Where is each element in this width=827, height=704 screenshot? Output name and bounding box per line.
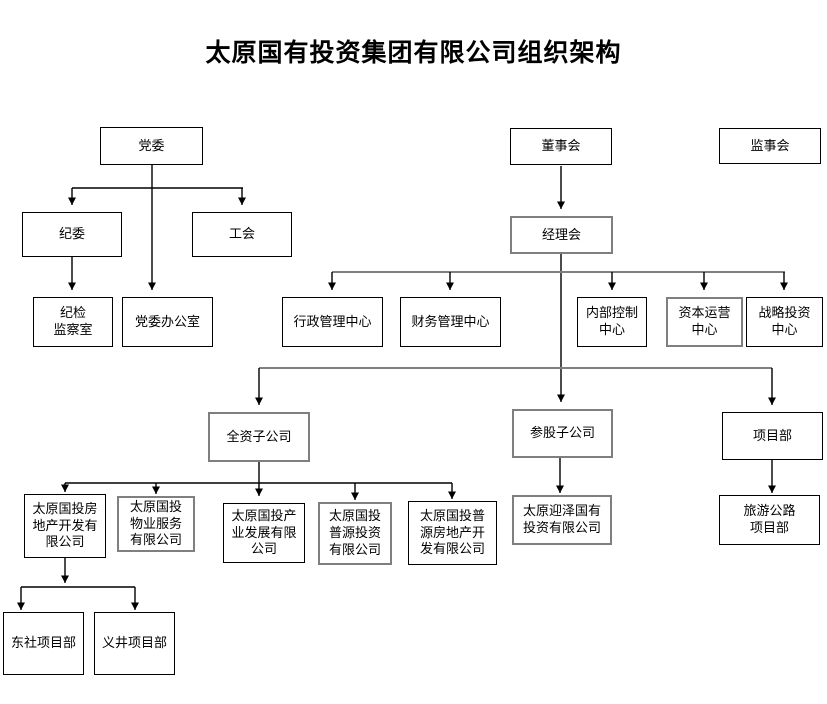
org-node-supervisory-board: 监事会	[719, 128, 821, 164]
org-node-labor-union: 工会	[192, 212, 292, 257]
org-node-real-estate-co: 太原国投房 地产开发有 限公司	[24, 494, 106, 558]
org-node-finance-management-center: 财务管理中心	[400, 297, 501, 347]
org-node-board-of-directors: 董事会	[510, 128, 612, 165]
subsidiary-groups-branch	[255, 367, 776, 405]
org-node-party-committee-office: 党委办公室	[122, 297, 213, 347]
org-node-tourism-highway-project: 旅游公路 项目部	[719, 495, 820, 545]
org-node-admin-management-center: 行政管理中心	[282, 297, 383, 347]
equity-and-project-branch	[556, 458, 776, 493]
org-node-strategic-investment-center: 战略投资 中心	[746, 297, 823, 347]
org-node-property-services-co: 太原国投 物业服务 有限公司	[117, 496, 195, 552]
party-committee-branch	[68, 165, 246, 290]
org-node-wholly-owned-subsidiaries: 全资子公司	[208, 412, 310, 462]
org-node-discipline-committee: 纪委	[22, 212, 122, 257]
real-estate-projects-branch	[17, 558, 139, 610]
management-centers-branch	[328, 271, 788, 290]
org-node-yingze-investment-co: 太原迎泽国有 投资有限公司	[512, 495, 612, 545]
org-node-discipline-inspection-office: 纪检 监察室	[33, 297, 113, 347]
org-node-internal-control-center: 内部控制 中心	[577, 297, 647, 347]
org-node-capital-operation-center: 资本运营 中心	[666, 297, 743, 347]
chart-title: 太原国有投资集团有限公司组织架构	[205, 40, 622, 67]
org-node-project-department: 项目部	[722, 412, 823, 460]
org-node-puyuan-investment-co: 太原国投 普源投资 有限公司	[318, 502, 392, 565]
org-node-industrial-development-co: 太原国投产 业发展有限 公司	[223, 503, 305, 563]
org-node-party-committee: 党委	[100, 127, 203, 165]
org-node-dongshe-project: 东社项目部	[3, 612, 84, 675]
org-node-yijing-project: 义井项目部	[94, 612, 175, 675]
wholly-owned-branch	[61, 462, 456, 500]
org-node-managers-meeting: 经理会	[510, 216, 613, 254]
org-node-puyuan-real-estate-co: 太原国投普 源房地产开 发有限公司	[408, 501, 497, 565]
org-node-equity-subsidiaries: 参股子公司	[512, 409, 613, 458]
